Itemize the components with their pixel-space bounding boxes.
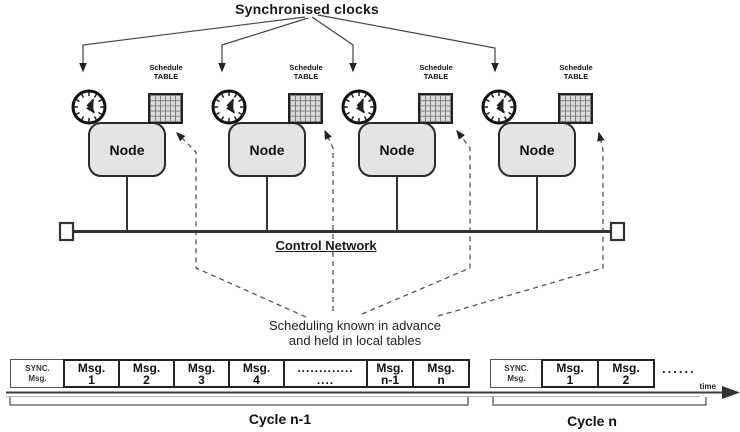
node-group-2: Schedule TABLE Node xyxy=(208,60,338,182)
bus-terminator-right xyxy=(609,221,626,242)
schedule-table-icon xyxy=(148,93,183,124)
trailing-ellipsis: ...... xyxy=(662,361,696,376)
timeline-slot-msg-2: Msg. 2 xyxy=(118,359,175,388)
node-bus-connectors xyxy=(126,177,538,231)
node-group-3: Schedule TABLE Node xyxy=(338,60,468,182)
control-network-label: Control Network xyxy=(275,238,377,253)
cycle-brackets xyxy=(9,397,707,406)
clock-icon xyxy=(209,87,249,127)
schedule-label-line2: TABLE xyxy=(153,72,179,81)
timeline-slot-msg-4: Msg. 4 xyxy=(228,359,285,388)
scheduling-note-line2: and held in local tables xyxy=(288,333,422,348)
schedule-label-line1: Schedule xyxy=(289,63,323,72)
node-label: Node xyxy=(379,141,415,158)
cycle-n-minus-1-label: Cycle n-1 xyxy=(248,411,312,427)
diagram-title: Synchronised clocks xyxy=(235,1,379,17)
sync-clock-arrows xyxy=(79,14,499,73)
timeline-slot-msg-n: Msg. n xyxy=(412,359,470,388)
timeline-slot-sync: SYNC. Msg. xyxy=(10,359,65,388)
node-label: Node xyxy=(519,141,555,158)
timeline-slot-msg-1: Msg. 1 xyxy=(63,359,120,388)
control-network-bus xyxy=(58,221,626,242)
scheduling-note-line1: Scheduling known in advance xyxy=(268,318,441,333)
schedule-table-dashed-links xyxy=(175,129,605,318)
timeline-slot-msg-n-1: Msg. n-1 xyxy=(366,359,414,388)
node-group-4: Schedule TABLE Node xyxy=(478,60,608,182)
schedule-label-line2: TABLE xyxy=(563,72,589,81)
node-label: Node xyxy=(249,141,285,158)
schedule-table-label: Schedule TABLE xyxy=(401,63,471,81)
schedule-label-line1: Schedule xyxy=(559,63,593,72)
time-axis xyxy=(6,386,740,399)
schedule-table-label: Schedule TABLE xyxy=(541,63,611,81)
schedule-label-line1: Schedule xyxy=(149,63,183,72)
node-box: Node xyxy=(498,122,576,177)
time-arrowhead xyxy=(722,386,740,399)
timeline-slot-ellipsis: ............. .... xyxy=(283,359,368,388)
schedule-label-line2: TABLE xyxy=(293,72,319,81)
timeline-slot-msg-2: Msg. 2 xyxy=(597,359,655,388)
schedule-table-icon xyxy=(288,93,323,124)
schedule-table-icon xyxy=(558,93,593,124)
node-group-1: Schedule TABLE Node xyxy=(68,60,198,182)
schedule-table-icon xyxy=(418,93,453,124)
clock-icon xyxy=(479,87,519,127)
schedule-table-label: Schedule TABLE xyxy=(131,63,201,81)
time-axis-label: time xyxy=(699,382,716,391)
clock-icon xyxy=(339,87,379,127)
node-box: Node xyxy=(228,122,306,177)
timeline-cycle-n: SYNC. Msg. Msg. 1 Msg. 2 xyxy=(490,359,655,388)
cycle-n-label: Cycle n xyxy=(567,413,617,429)
timeline-slot-msg-3: Msg. 3 xyxy=(173,359,230,388)
bus-terminator-left xyxy=(58,221,75,242)
clock-icon xyxy=(69,87,109,127)
schedule-label-line2: TABLE xyxy=(423,72,449,81)
timeline-cycle-n-minus-1: SYNC. Msg. Msg. 1 Msg. 2 Msg. 3 Msg. 4 .… xyxy=(10,359,470,388)
node-box: Node xyxy=(88,122,166,177)
node-label: Node xyxy=(109,141,145,158)
schedule-label-line1: Schedule xyxy=(419,63,453,72)
node-box: Node xyxy=(358,122,436,177)
schedule-table-label: Schedule TABLE xyxy=(271,63,341,81)
timeline-slot-msg-1: Msg. 1 xyxy=(541,359,599,388)
timeline-slot-sync: SYNC. Msg. xyxy=(490,359,543,388)
scheduling-note: Scheduling known in advance and held in … xyxy=(225,318,485,348)
